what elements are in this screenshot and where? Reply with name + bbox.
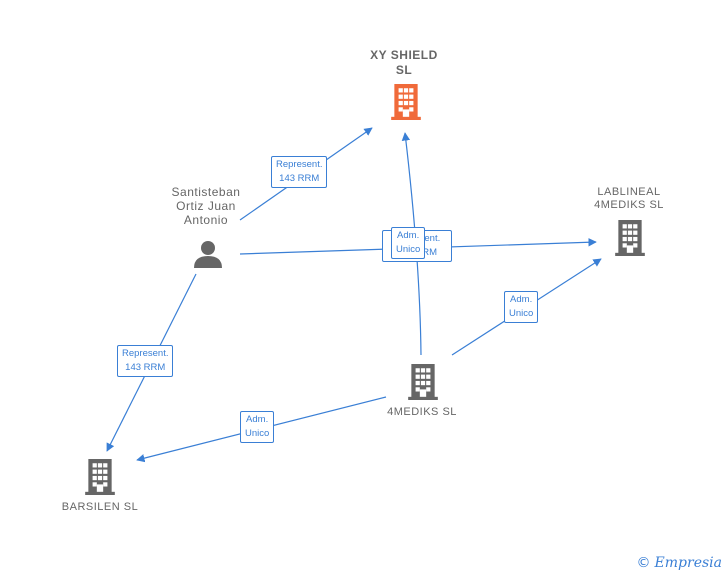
building-icon[interactable]	[391, 84, 421, 120]
node-label-barsilen[interactable]: BARSILEN SL	[61, 501, 139, 513]
footer-brand[interactable]: ©Empresia	[637, 555, 722, 571]
edge-label-fourmediks-lablineal[interactable]: Adm. Unico	[504, 291, 539, 323]
building-icon[interactable]	[615, 220, 645, 256]
edge-label-fourmediks-xy[interactable]: Adm. Unico	[391, 227, 426, 259]
edge-label-santisteban-xy[interactable]: Represent. 143 RRM	[271, 156, 328, 188]
brand-name: Empresia	[654, 555, 722, 571]
node-label-lablineal[interactable]: LABLINEAL 4MEDIKS SL	[594, 186, 664, 211]
edge-label-santisteban-barsilen[interactable]: Represent. 143 RRM	[117, 345, 174, 377]
copyright-symbol: ©	[636, 555, 651, 571]
person-icon[interactable]	[194, 241, 222, 268]
node-label-santisteban[interactable]: Santisteban Ortiz Juan Antonio	[171, 185, 241, 227]
node-label-xy-shield[interactable]: XY SHIELD SL	[370, 48, 438, 77]
building-icon[interactable]	[408, 364, 438, 400]
building-icon[interactable]	[85, 459, 115, 495]
node-label-4mediks[interactable]: 4MEDIKS SL	[387, 406, 457, 418]
edge-label-fourmediks-barsilen[interactable]: Adm. Unico	[240, 411, 275, 443]
